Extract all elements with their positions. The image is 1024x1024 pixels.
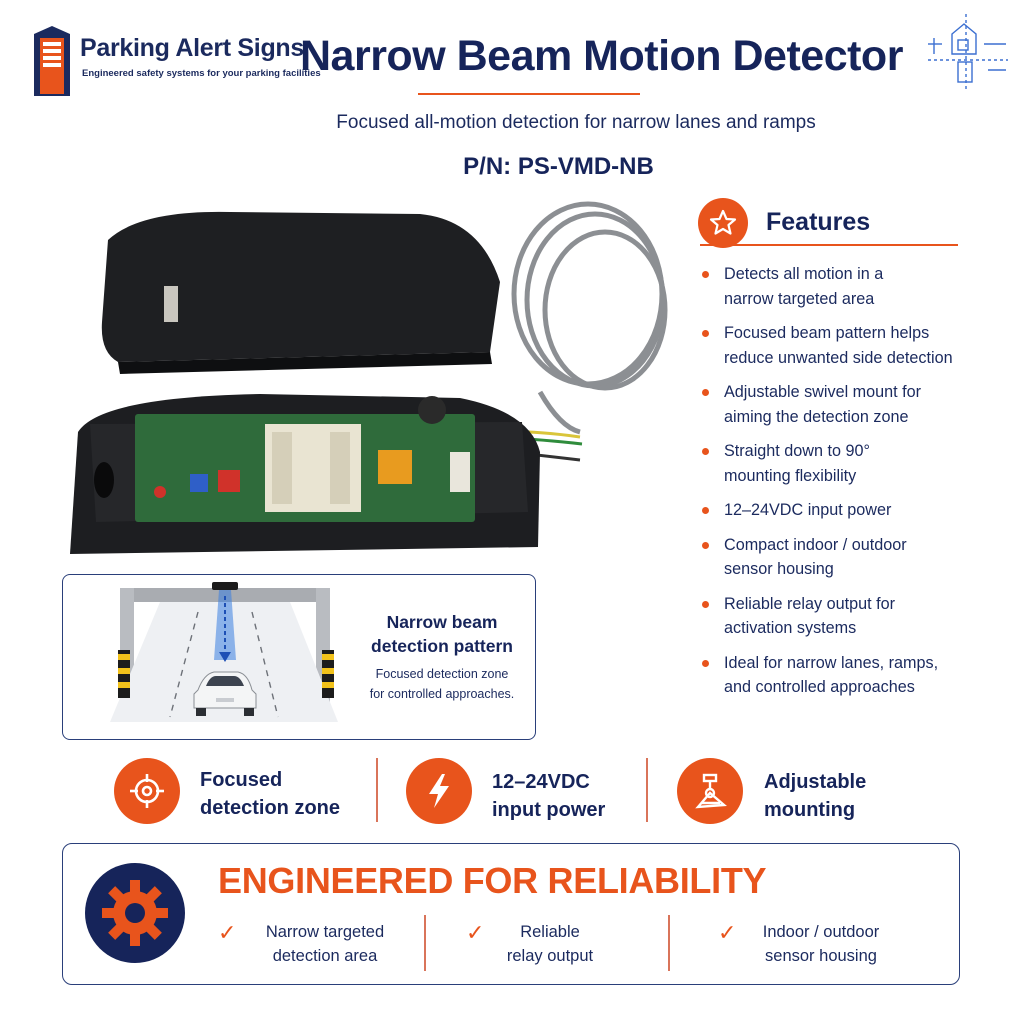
part-number: P/N: PS-VMD-NB bbox=[463, 153, 654, 180]
page-title: Narrow Beam Motion Detector bbox=[300, 32, 903, 80]
reliability-card bbox=[62, 843, 960, 985]
features-badge bbox=[698, 198, 748, 248]
blueprint-sketch-icon bbox=[928, 14, 1008, 92]
brand-tagline: Engineered safety systems for your parki… bbox=[82, 68, 321, 79]
highlight-divider bbox=[646, 758, 648, 822]
feature-item: 12–24VDC input power bbox=[700, 498, 1000, 523]
reliability-divider bbox=[668, 915, 670, 971]
features-heading: Features bbox=[766, 208, 871, 236]
detection-pattern-illustration bbox=[110, 582, 338, 722]
feature-item: Straight down to 90°mounting flexibility bbox=[700, 439, 1000, 488]
target-icon bbox=[114, 758, 180, 824]
subtitle: Focused all-motion detection for narrow … bbox=[336, 112, 816, 133]
gear-icon bbox=[85, 863, 185, 963]
brand-name: Parking Alert Signs bbox=[80, 34, 304, 62]
features-underline bbox=[700, 244, 958, 246]
highlight-divider bbox=[376, 758, 378, 822]
reliability-divider bbox=[424, 915, 426, 971]
feature-item: Ideal for narrow lanes, ramps,and contro… bbox=[700, 651, 1000, 700]
product-image bbox=[70, 201, 668, 554]
mount-icon bbox=[677, 758, 743, 824]
brand-logo-icon bbox=[34, 26, 70, 96]
check-icon: ✓ bbox=[718, 920, 737, 945]
lightning-icon bbox=[406, 758, 472, 824]
star-icon bbox=[709, 209, 737, 235]
title-underline bbox=[418, 93, 640, 95]
reliability-title: ENGINEERED FOR RELIABILITY bbox=[218, 860, 767, 901]
check-icon: ✓ bbox=[218, 920, 237, 945]
check-icon: ✓ bbox=[466, 920, 485, 945]
